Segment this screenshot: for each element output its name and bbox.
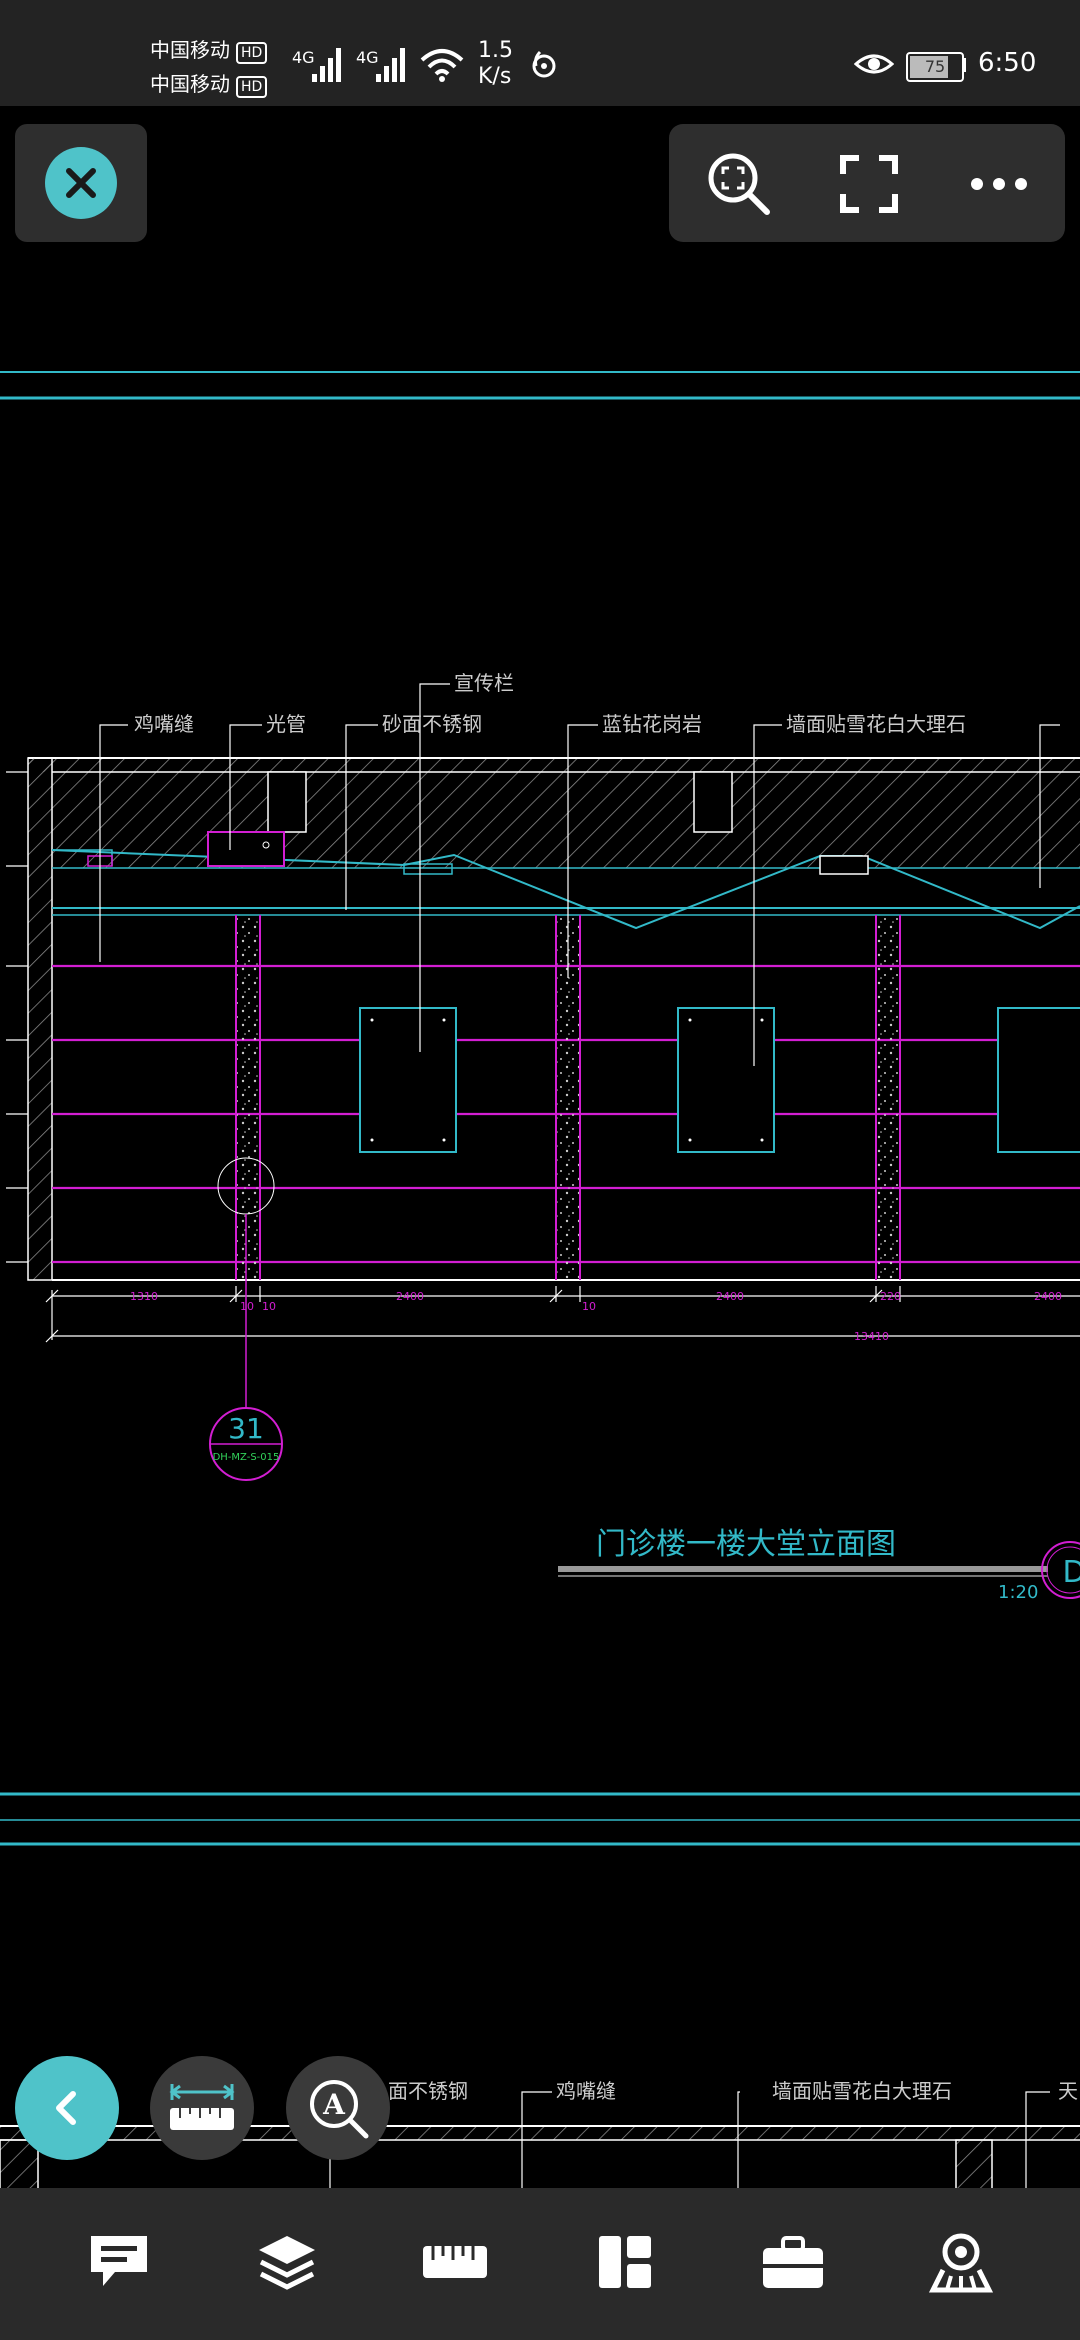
- zoom-extents-button[interactable]: [699, 144, 779, 224]
- dim-6: 10: [262, 1300, 276, 1313]
- dim-total: 13410: [854, 1330, 889, 1343]
- measure-icon: [169, 2084, 235, 2130]
- layers-button[interactable]: [242, 2212, 332, 2312]
- viewer-icon: [929, 2233, 993, 2293]
- drawing-marker: D: [1062, 1555, 1080, 1590]
- label-light-tube: 光管: [266, 712, 306, 736]
- dim-5: 220: [880, 1290, 901, 1303]
- drawing-canvas[interactable]: 鸡嘴缝 光管 砂面不锈钢 宣传栏 蓝钻花岗岩 墙面贴雪花白大理石 面不锈钢 鸡嘴…: [0, 106, 1080, 2188]
- viewer-button[interactable]: [916, 2212, 1006, 2312]
- label-sanded-steel: 砂面不锈钢: [382, 712, 482, 736]
- zoom-extents-icon: [708, 153, 770, 215]
- more-button[interactable]: [959, 144, 1039, 224]
- signal-icon: [312, 48, 341, 82]
- toolbox-icon: [763, 2236, 823, 2288]
- label-notice-board: 宣传栏: [454, 671, 514, 695]
- dim-2: 2400: [396, 1290, 424, 1303]
- wifi-icon: [420, 49, 464, 82]
- layout-icon: [599, 2236, 651, 2288]
- notice-boards: [359, 1007, 1080, 1153]
- text-search-icon: A: [310, 2080, 369, 2139]
- fullscreen-icon: [840, 155, 898, 213]
- back-button[interactable]: [15, 2056, 119, 2160]
- close-icon: [45, 147, 117, 219]
- drawing-title: 门诊楼一楼大堂立面图: [596, 1527, 896, 1562]
- dim-4: 2400: [1034, 1290, 1062, 1303]
- battery-level: 75: [924, 57, 946, 76]
- label-lower-marble: 墙面贴雪花白大理石: [772, 2079, 952, 2103]
- dim-3: 2400: [716, 1290, 744, 1303]
- svg-text:A: A: [322, 2088, 346, 2121]
- network-type-2: 4G: [356, 48, 379, 67]
- cad-drawing: 鸡嘴缝 光管 砂面不锈钢 宣传栏 蓝钻花岗岩 墙面贴雪花白大理石 面不锈钢 鸡嘴…: [0, 371, 1080, 2188]
- ceiling-hatch: [28, 757, 1080, 868]
- fullscreen-button[interactable]: [829, 144, 909, 224]
- back-icon: [56, 2091, 76, 2125]
- signal-icon-2: [376, 48, 405, 82]
- label-wall-marble: 墙面贴雪花白大理石: [786, 712, 966, 736]
- more-icon: [971, 178, 1027, 190]
- network-type-1: 4G: [292, 48, 315, 67]
- toolbox-button[interactable]: [748, 2212, 838, 2312]
- callout-number: 31: [228, 1412, 264, 1445]
- close-button[interactable]: [15, 124, 147, 242]
- label-chicken-beak-joint: 鸡嘴缝: [134, 712, 194, 736]
- dim-8: 10: [240, 1300, 254, 1313]
- label-blue-granite: 蓝钻花岗岩: [602, 712, 702, 736]
- battery-icon: 75: [906, 52, 964, 82]
- app-notification-icon: [532, 50, 556, 78]
- ruler-button[interactable]: [410, 2212, 500, 2312]
- callout-ref: DH-MZ-S-015: [213, 1452, 280, 1463]
- top-toolbar: [669, 124, 1065, 242]
- layout-button[interactable]: [580, 2212, 670, 2312]
- comment-button[interactable]: [74, 2212, 164, 2312]
- label-lower-joint: 鸡嘴缝: [556, 2079, 616, 2103]
- label-lower-ceiling: 天: [1058, 2079, 1078, 2103]
- bottom-toolbar: [0, 2188, 1080, 2340]
- text-search-button[interactable]: A: [286, 2056, 390, 2160]
- layers-icon: [259, 2236, 315, 2290]
- drawing-scale: 1:20: [998, 1582, 1038, 1603]
- eye-comfort-icon: [854, 54, 894, 74]
- dim-1: 1310: [130, 1290, 158, 1303]
- label-lower-steel: 面不锈钢: [388, 2079, 468, 2103]
- ruler-icon: [423, 2246, 487, 2278]
- granite-columns: [235, 915, 901, 1280]
- dim-7: 10: [582, 1300, 596, 1313]
- comment-icon: [91, 2236, 147, 2286]
- clock: 6:50: [978, 48, 1037, 78]
- measure-button[interactable]: [150, 2056, 254, 2160]
